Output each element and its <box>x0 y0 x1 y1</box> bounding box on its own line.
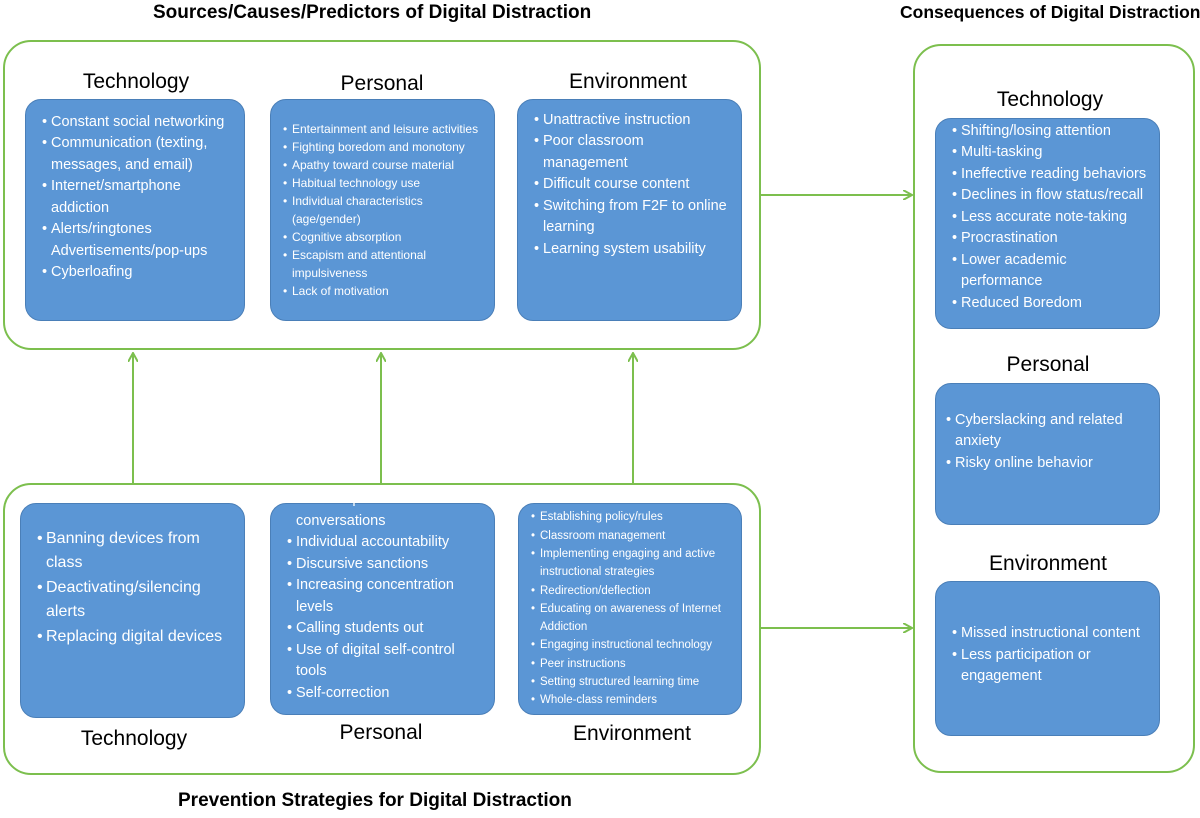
list-item: Less accurate note-taking <box>952 207 1149 229</box>
sources-technology-label: Technology <box>82 70 190 93</box>
list-item: Lower academic performance <box>952 250 1149 293</box>
list-item: Individual characteristics (age/gender) <box>283 192 484 228</box>
consequences-environment-box: Missed instructional content Less partic… <box>935 581 1160 736</box>
consequences-technology-label: Technology <box>996 88 1104 111</box>
list-item: Self-correction <box>287 683 484 705</box>
list-item: Entertainment and leisure activities <box>283 120 484 138</box>
consequences-title: Consequences of Digital Distraction <box>900 2 1200 22</box>
sources-title: Sources/Causes/Predictors of Digital Dis… <box>153 2 592 23</box>
list-item: Procrastination <box>952 228 1149 250</box>
list-item: Fighting boredom and monotony <box>283 138 484 156</box>
list-item: Apathy toward course material <box>283 156 484 174</box>
sources-environment-box: Unattractive instruction Poor classroom … <box>517 99 742 321</box>
list-item: Unattractive instruction <box>534 110 731 132</box>
list-item: Cyberslacking and related anxiety <box>946 410 1149 453</box>
list-item: Increasing concentration levels <box>287 575 484 618</box>
list-item: Reduced Boredom <box>952 293 1149 315</box>
list-item: Habitual technology use <box>283 174 484 192</box>
list-item: Classroom management <box>531 527 731 546</box>
list-item: Calling students out <box>287 618 484 640</box>
list-item: Missed instructional content <box>952 623 1149 645</box>
prevention-environment-box: Establishing policy/rules Classroom mana… <box>518 503 742 715</box>
list-item: Implementing engaging and active instruc… <box>531 545 731 582</box>
list-item: Ineffective reading behaviors <box>952 164 1149 186</box>
sources-environment-label: Environment <box>569 70 687 93</box>
list-item: Difficult course content <box>534 174 731 196</box>
list-item: Multi-tasking <box>952 142 1149 164</box>
prevention-title: Prevention Strategies for Digital Distra… <box>178 790 572 811</box>
list-item: Individual accountability <box>287 532 484 554</box>
list-item: Replacing digital devices <box>37 625 234 650</box>
list-item: Cyberloafing <box>42 262 234 284</box>
list-item: Risky online behavior <box>946 453 1149 475</box>
list-item: Deactivating/silencing alerts <box>37 576 234 625</box>
list-item: Communication (texting, messages, and em… <box>42 133 234 176</box>
list-item: Declines in flow status/recall <box>952 185 1149 207</box>
list-item: Peer instructions <box>531 655 731 674</box>
sources-personal-label: Personal <box>340 72 424 95</box>
consequences-technology-box: Shifting/losing attention Multi-tasking … <box>935 118 1160 329</box>
list-item: Use of digital self-control tools <box>287 640 484 683</box>
prevention-technology-label: Technology <box>80 727 188 750</box>
list-item: Banning devices from class <box>37 527 234 576</box>
list-item: Cognitive absorption <box>283 228 484 246</box>
list-item: Discursive sanctions <box>287 554 484 576</box>
consequences-personal-label: Personal <box>1006 353 1090 376</box>
prevention-personal-label: Personal <box>339 721 423 744</box>
list-item: Escapism and attentional impulsiveness <box>283 246 484 282</box>
list-item: Whole-class reminders <box>531 691 731 710</box>
list-item: Switching from F2F to online learning <box>534 196 731 239</box>
list-item: Alerts/ringtones Advertisements/pop-ups <box>42 219 234 262</box>
list-item: Poor classroom management <box>534 131 731 174</box>
list-item: Lack of motivation <box>283 282 484 300</box>
list-item: Redirection/deflection <box>531 582 731 601</box>
list-item: Internet/smartphone addiction <box>42 176 234 219</box>
consequences-personal-box: Cyberslacking and related anxiety Risky … <box>935 383 1160 525</box>
list-item: Learning system usability <box>534 239 731 261</box>
list-item: Setting structured learning time <box>531 673 731 692</box>
list-item: Educating on awareness of Internet Addic… <box>531 600 731 637</box>
list-item: Informal/private conversations <box>287 489 484 532</box>
sources-personal-box: Entertainment and leisure activities Fig… <box>270 99 495 321</box>
list-item: Establishing policy/rules <box>531 508 731 527</box>
list-item: Shifting/losing attention <box>952 121 1149 143</box>
list-item: Engaging instructional technology <box>531 636 731 655</box>
prevention-technology-box: Banning devices from class Deactivating/… <box>20 503 245 718</box>
prevention-environment-label: Environment <box>573 722 691 745</box>
prevention-personal-box: Informal/private conversations Individua… <box>270 489 495 715</box>
consequences-environment-label: Environment <box>989 552 1107 575</box>
sources-technology-box: Constant social networking Communication… <box>25 99 245 321</box>
list-item: Constant social networking <box>42 112 234 134</box>
list-item: Less participation or engagement <box>952 645 1149 688</box>
